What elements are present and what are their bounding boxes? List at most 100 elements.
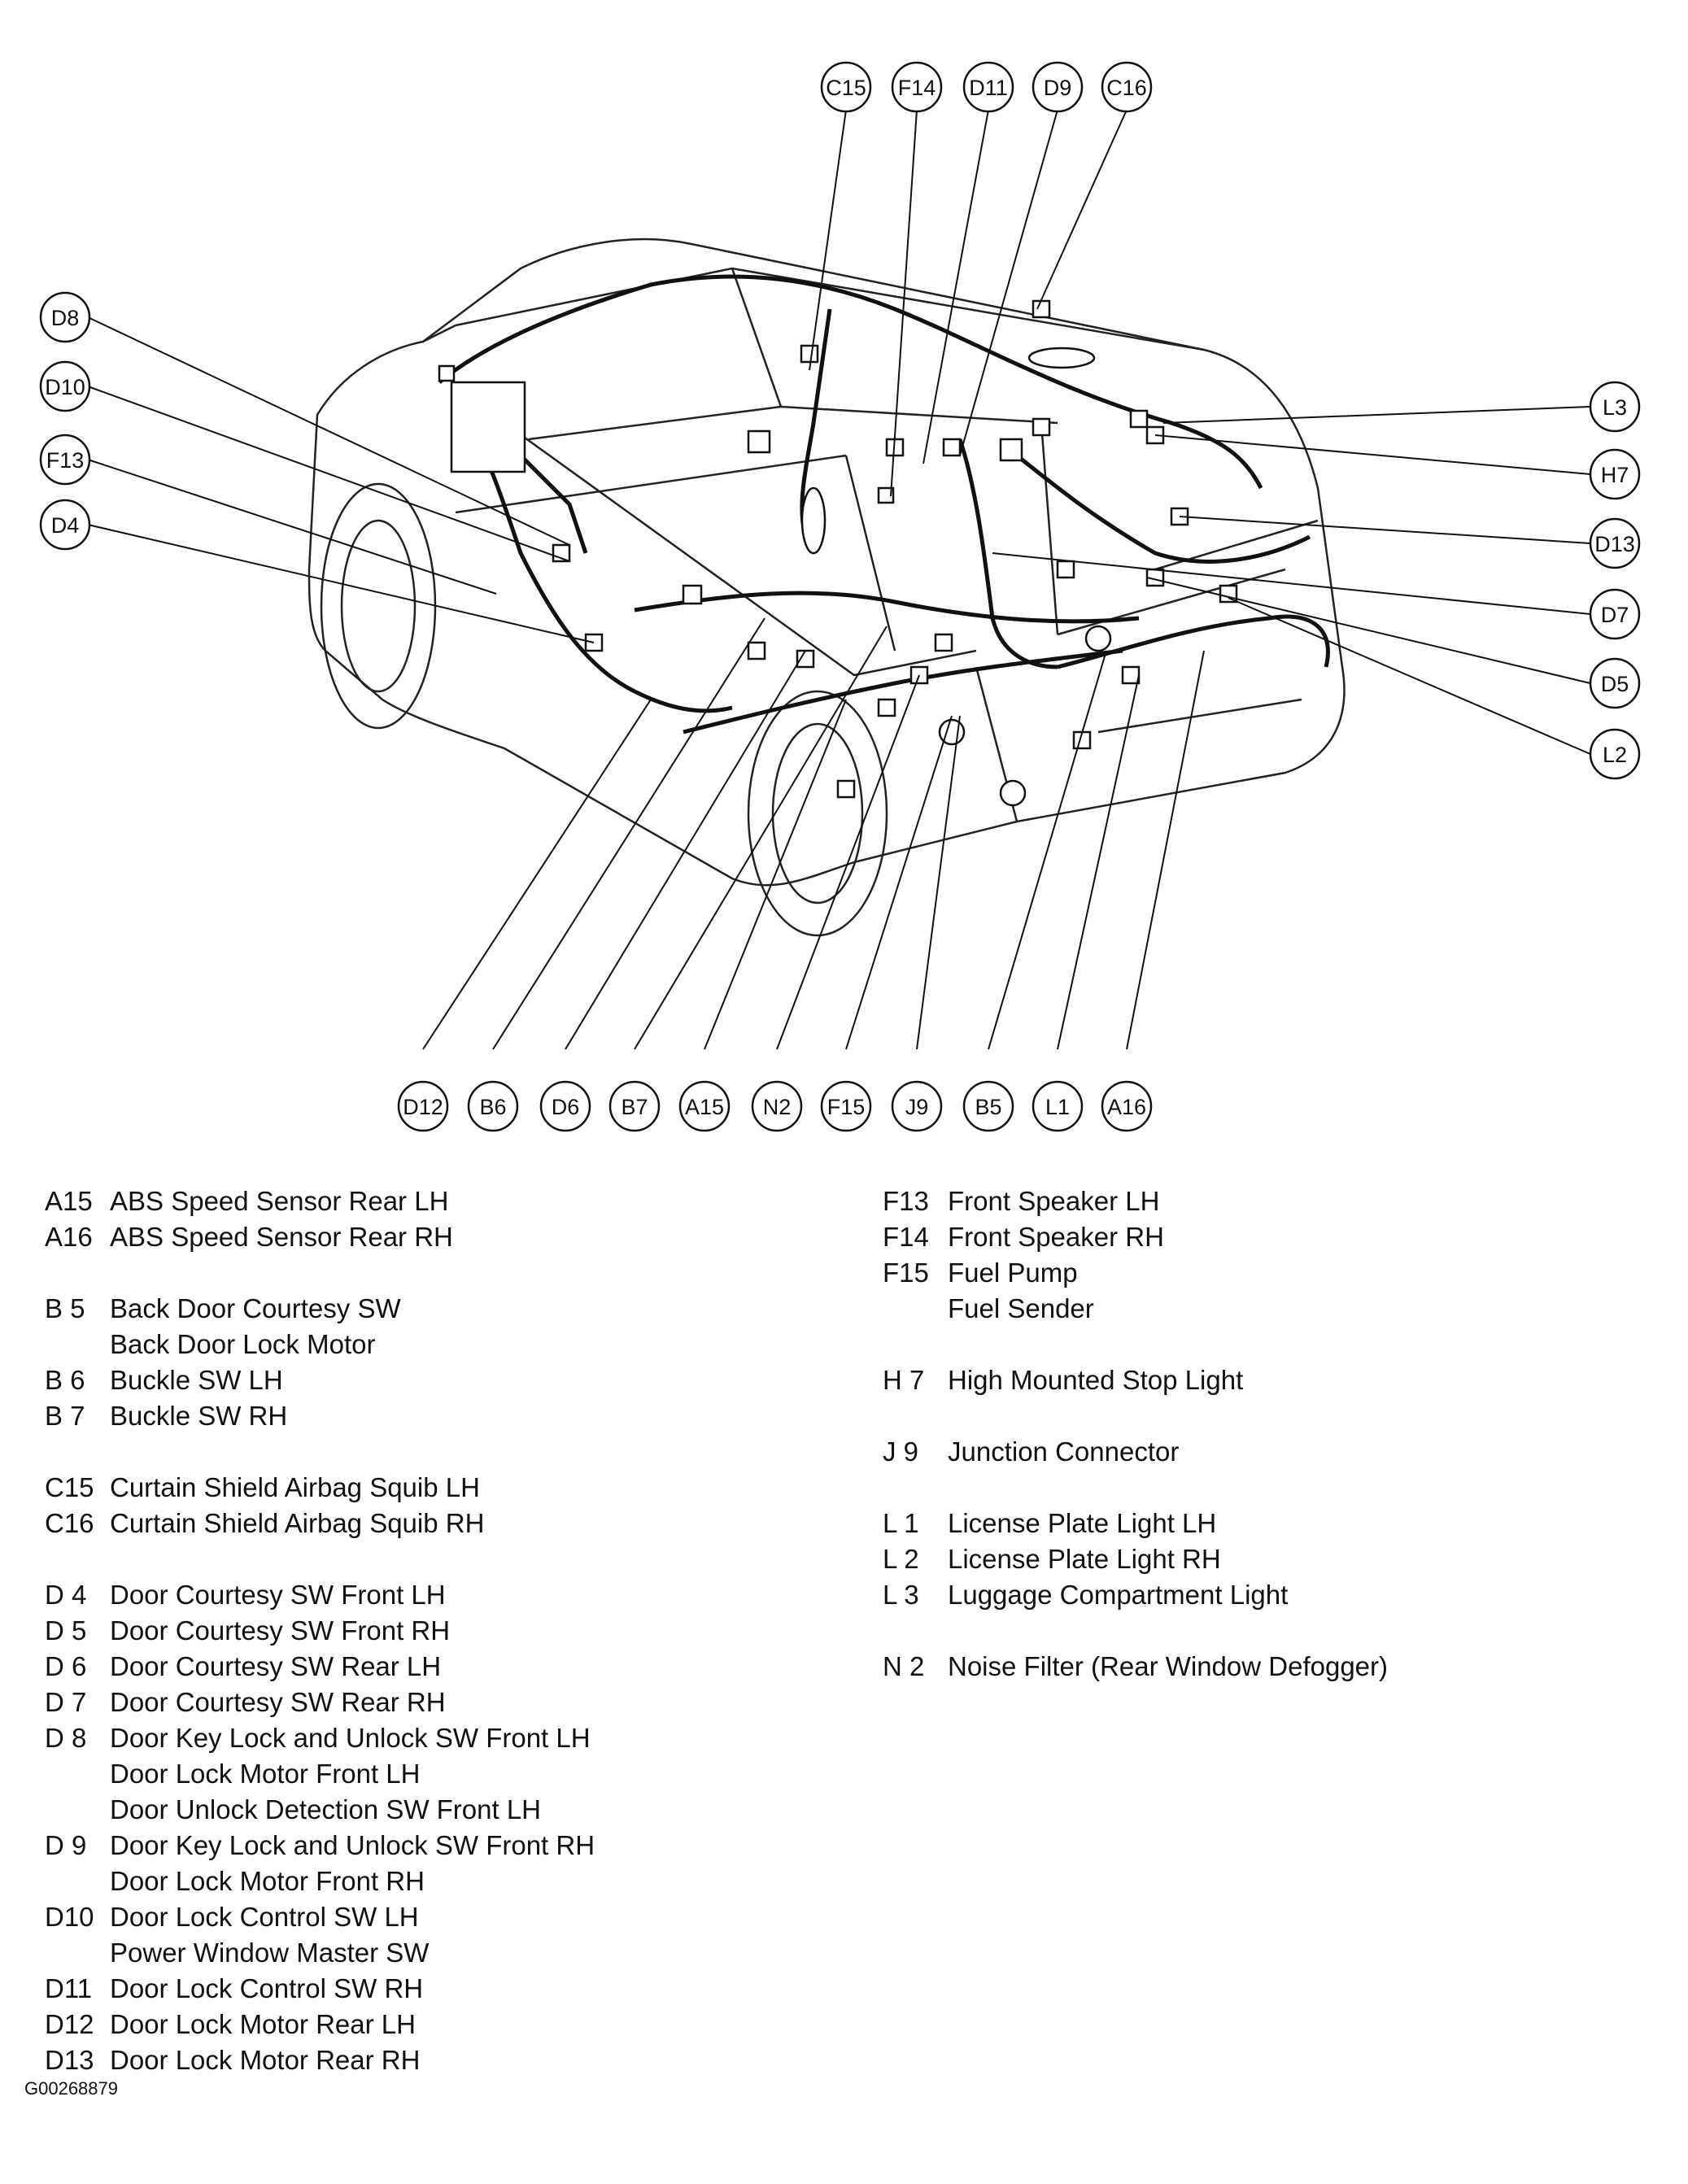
callout-l3[interactable]: L3 (1589, 381, 1641, 433)
legend-name: License Plate Light LH (948, 1508, 1217, 1538)
legend-code: B 6 (45, 1365, 85, 1395)
callout-d13[interactable]: D13 (1589, 517, 1641, 569)
legend-code: F14 (883, 1222, 929, 1252)
wiring-harness (438, 274, 1330, 735)
legend-row: B 6 Buckle SW LH (45, 1362, 809, 1398)
svg-text:D8: D8 (51, 306, 80, 330)
legend-name: Back Door Lock Motor (110, 1329, 376, 1359)
legend-name: Front Speaker RH (948, 1222, 1164, 1252)
callout-d7[interactable]: D7 (1589, 588, 1641, 640)
legend-code: D11 (45, 1973, 93, 2003)
callout-b5[interactable]: B5 (962, 1080, 1014, 1132)
callout-d4[interactable]: D4 (39, 499, 91, 551)
svg-text:F15: F15 (827, 1095, 866, 1119)
legend-name: Luggage Compartment Light (948, 1580, 1289, 1610)
legend-code: B 5 (45, 1293, 85, 1323)
callout-n2[interactable]: N2 (751, 1080, 803, 1132)
legend-code: L 2 (883, 1544, 919, 1574)
callout-b7[interactable]: B7 (608, 1080, 661, 1132)
legend-spacer (45, 1255, 809, 1291)
callout-f13[interactable]: F13 (39, 434, 91, 486)
legend-code: A16 (45, 1222, 93, 1252)
legend-code: D 8 (45, 1723, 87, 1753)
legend-name: Curtain Shield Airbag Squib LH (110, 1472, 480, 1502)
callout-c15[interactable]: C15 (820, 61, 872, 113)
svg-text:N2: N2 (763, 1095, 792, 1119)
svg-text:A16: A16 (1107, 1095, 1146, 1119)
svg-text:D6: D6 (552, 1095, 580, 1119)
svg-text:C15: C15 (826, 76, 866, 100)
svg-text:B5: B5 (975, 1095, 1001, 1119)
callout-d9[interactable]: D9 (1032, 61, 1084, 113)
legend-row: Back Door Lock Motor (45, 1327, 809, 1362)
callout-d5[interactable]: D5 (1589, 657, 1641, 709)
legend-name: Buckle SW LH (110, 1365, 283, 1395)
legend-row: L 3 Luggage Compartment Light (883, 1577, 1647, 1613)
callout-f15[interactable]: F15 (820, 1080, 872, 1132)
svg-text:A15: A15 (685, 1095, 724, 1119)
svg-text:J9: J9 (905, 1095, 929, 1119)
legend-name: Door Lock Motor Rear LH (110, 2009, 416, 2039)
callout-d8[interactable]: D8 (39, 291, 91, 343)
callout-d11[interactable]: D11 (962, 61, 1014, 113)
callout-a16[interactable]: A16 (1101, 1080, 1153, 1132)
legend-row: F14 Front Speaker RH (883, 1219, 1647, 1255)
legend-spacer (883, 1398, 1647, 1434)
legend-code: D13 (45, 2045, 94, 2075)
callout-a15[interactable]: A15 (678, 1080, 731, 1132)
callout-l2[interactable]: L2 (1589, 728, 1641, 780)
legend-name: ABS Speed Sensor Rear LH (110, 1186, 449, 1216)
callout-f14[interactable]: F14 (891, 61, 943, 113)
legend-code: B 7 (45, 1401, 85, 1431)
connector-blocks (438, 299, 1238, 807)
legend-name: ABS Speed Sensor Rear RH (110, 1222, 453, 1252)
legend-name: Junction Connector (948, 1436, 1180, 1467)
svg-text:D11: D11 (969, 76, 1008, 100)
legend-name: Door Key Lock and Unlock SW Front RH (110, 1830, 595, 1860)
legend-code: F15 (883, 1258, 929, 1288)
legend-code: D 4 (45, 1580, 87, 1610)
legend-name: Door Courtesy SW Front LH (110, 1580, 446, 1610)
legend-spacer (883, 1613, 1647, 1649)
callouts-right: L3 H7 D13 D7 D5 L2 (1589, 381, 1641, 780)
svg-text:L2: L2 (1603, 743, 1627, 767)
legend-code: H 7 (883, 1365, 925, 1395)
legend-name: Door Courtesy SW Rear LH (110, 1651, 442, 1681)
callout-l1[interactable]: L1 (1032, 1080, 1084, 1132)
callout-b6[interactable]: B6 (467, 1080, 519, 1132)
legend-row: D 9 Door Key Lock and Unlock SW Front RH (45, 1828, 809, 1864)
vehicle-wiring-diagram: C15 F14 D11 D9 C16 D8 D10 F13 D4 L3 H7 D… (39, 61, 1641, 1132)
legend-code: F13 (883, 1186, 929, 1216)
legend-name: Noise Filter (Rear Window Defogger) (948, 1651, 1389, 1681)
legend-code: L 3 (883, 1580, 919, 1610)
svg-text:D5: D5 (1601, 672, 1629, 696)
legend-code: D12 (45, 2009, 94, 2039)
callout-j9[interactable]: J9 (891, 1080, 943, 1132)
callouts-top: C15 F14 D11 D9 C16 (820, 61, 1153, 113)
callout-d12[interactable]: D12 (397, 1080, 449, 1132)
legend-spacer (883, 1470, 1647, 1506)
callout-c16[interactable]: C16 (1101, 61, 1153, 113)
legend-spacer (45, 1541, 809, 1577)
legend-row: Door Lock Motor Front LH (45, 1756, 809, 1792)
legend-name: Door Unlock Detection SW Front LH (110, 1794, 542, 1824)
callout-h7[interactable]: H7 (1589, 448, 1641, 500)
callout-d10[interactable]: D10 (39, 360, 91, 412)
legend-row: Door Unlock Detection SW Front LH (45, 1792, 809, 1828)
callout-d6[interactable]: D6 (539, 1080, 591, 1132)
legend-code: D 5 (45, 1615, 87, 1646)
junction-block (450, 381, 526, 473)
svg-text:D10: D10 (45, 375, 85, 399)
svg-text:D9: D9 (1044, 76, 1072, 100)
legend-code: D 9 (45, 1830, 87, 1860)
